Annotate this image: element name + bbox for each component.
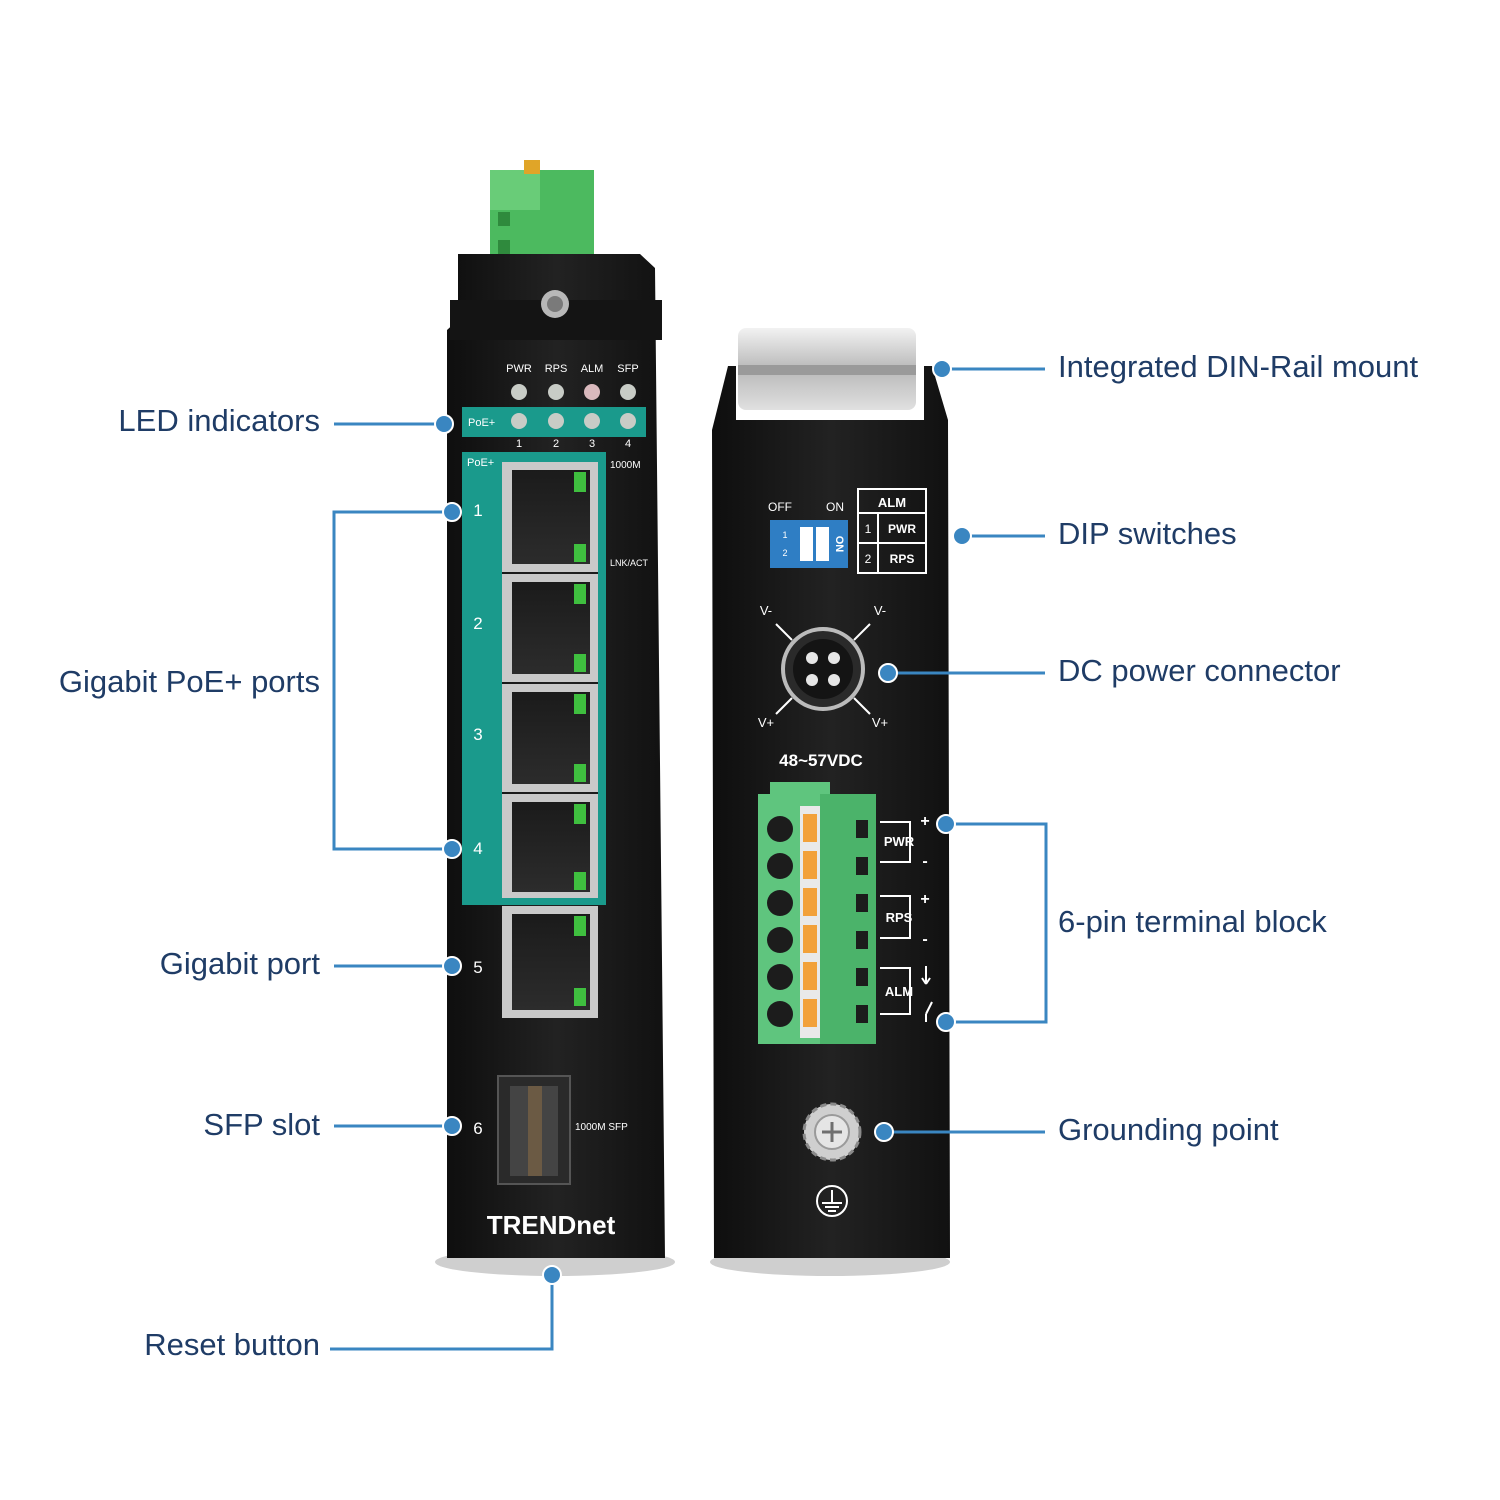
dot-terminal-top bbox=[936, 814, 956, 834]
led-pwr bbox=[511, 384, 527, 400]
tb-minus-1: - bbox=[922, 853, 927, 870]
dip-switch-num-2: 2 bbox=[782, 548, 787, 558]
dip-switch-on-text: ON bbox=[833, 536, 845, 553]
led-indicators-label: LED indicators bbox=[118, 403, 320, 438]
dot-led-indicators bbox=[434, 414, 454, 434]
dot-poe-bottom bbox=[442, 839, 462, 859]
led-label-pwr: PWR bbox=[506, 363, 532, 375]
relay-switch-icon bbox=[921, 966, 933, 1022]
dot-din-rail bbox=[932, 359, 952, 379]
lnk-label: LNK/ACT bbox=[610, 558, 649, 568]
leader-dots bbox=[434, 359, 972, 1285]
led-sfp bbox=[620, 384, 636, 400]
voltage-label: 48~57VDC bbox=[779, 751, 863, 770]
led-label-alm: ALM bbox=[581, 363, 604, 375]
tb-plus-1: + bbox=[920, 813, 929, 830]
terminal-block-label: 6-pin terminal block bbox=[1058, 904, 1327, 939]
alm-row-2-num: 2 bbox=[865, 552, 872, 566]
speed-label: 1000M bbox=[610, 460, 641, 471]
v-plus-left: V+ bbox=[758, 715, 774, 730]
leader-reset-button bbox=[330, 1275, 554, 1351]
leader-lines bbox=[330, 367, 1048, 1351]
poe-led-1 bbox=[511, 413, 527, 429]
tb-minus-2: - bbox=[922, 931, 927, 948]
gigabit-port-label: Gigabit port bbox=[159, 946, 320, 981]
rj45-port-3 bbox=[502, 684, 598, 792]
dot-sfp-slot bbox=[442, 1116, 462, 1136]
dot-gigabit-port bbox=[442, 956, 462, 976]
dot-grounding bbox=[874, 1122, 894, 1142]
v-minus-right: V- bbox=[874, 603, 886, 618]
port-number-3: 3 bbox=[473, 725, 482, 744]
v-minus-left: V- bbox=[760, 603, 772, 618]
sfp-speed-label: 1000M SFP bbox=[575, 1122, 628, 1133]
rj45-port-5 bbox=[502, 906, 598, 1018]
dot-dc-power bbox=[878, 663, 898, 683]
poe-frame-label: PoE+ bbox=[467, 457, 494, 469]
reset-button-label: Reset button bbox=[144, 1327, 320, 1362]
dc-power-label: DC power connector bbox=[1058, 653, 1341, 688]
dip-switches-label: DIP switches bbox=[1058, 516, 1237, 551]
alm-table bbox=[857, 488, 927, 574]
brand-logo: TRENDnet bbox=[487, 1210, 616, 1240]
dot-poe-top bbox=[442, 502, 462, 522]
dip-switch-num-1: 1 bbox=[782, 530, 787, 540]
poe-led-num-3: 3 bbox=[589, 438, 595, 450]
dip-off-label: OFF bbox=[768, 500, 792, 514]
sfp-number: 6 bbox=[473, 1119, 482, 1138]
leader-poe-bracket bbox=[332, 510, 452, 851]
ground-symbol-icon bbox=[816, 1185, 848, 1217]
alm-row-1-label: PWR bbox=[888, 522, 916, 536]
led-rps bbox=[548, 384, 564, 400]
sfp-slot-label: SFP slot bbox=[203, 1107, 320, 1142]
grounding-screw bbox=[802, 1102, 862, 1162]
dot-reset-button bbox=[542, 1265, 562, 1285]
port-number-5: 5 bbox=[473, 958, 482, 977]
tb-plus-2: + bbox=[920, 891, 929, 908]
dip-on-label: ON bbox=[826, 500, 844, 514]
grounding-label: Grounding point bbox=[1058, 1112, 1279, 1147]
rj45-port-2 bbox=[502, 574, 598, 682]
dot-dip-switches bbox=[952, 526, 972, 546]
v-plus-right: V+ bbox=[872, 715, 888, 730]
sfp-slot bbox=[497, 1075, 571, 1185]
rj45-port-1 bbox=[502, 462, 598, 572]
poe-port-frame bbox=[462, 452, 606, 905]
port-number-2: 2 bbox=[473, 614, 482, 633]
poe-led-num-2: 2 bbox=[553, 438, 559, 450]
led-label-rps: RPS bbox=[545, 363, 568, 375]
port-number-1: 1 bbox=[473, 501, 482, 520]
dc-power-connector bbox=[775, 623, 871, 715]
side-unit: OFF ON ON 1 2 ALM 1 PWR 2 RPS V- V- V+ V… bbox=[710, 328, 950, 1276]
tb-label-pwr: PWR bbox=[884, 834, 915, 849]
alm-row-1-num: 1 bbox=[865, 522, 872, 536]
front-unit: PWR RPS ALM SFP PoE+ 1 2 3 4 PoE+ 1000M … bbox=[435, 160, 675, 1276]
poe-led-3 bbox=[584, 413, 600, 429]
dot-terminal-bottom bbox=[936, 1012, 956, 1032]
terminal-label-brackets bbox=[880, 821, 911, 1015]
led-alm bbox=[584, 384, 600, 400]
poe-led-num-1: 1 bbox=[516, 438, 522, 450]
poe-led-2 bbox=[548, 413, 564, 429]
alm-table-header: ALM bbox=[878, 495, 906, 510]
rj45-port-4 bbox=[502, 794, 598, 898]
poe-led-num-4: 4 bbox=[625, 438, 631, 450]
poe-led-label: PoE+ bbox=[468, 417, 495, 429]
terminal-block bbox=[758, 782, 876, 1044]
tb-label-rps: RPS bbox=[886, 910, 913, 925]
din-rail-label: Integrated DIN-Rail mount bbox=[1058, 349, 1419, 384]
leader-terminal-bracket bbox=[946, 822, 1048, 1024]
led-label-sfp: SFP bbox=[617, 363, 638, 375]
tb-label-alm: ALM bbox=[885, 984, 913, 999]
port-number-4: 4 bbox=[473, 839, 482, 858]
poe-ports-label: Gigabit PoE+ ports bbox=[58, 664, 320, 699]
alm-row-2-label: RPS bbox=[890, 552, 915, 566]
poe-led-4 bbox=[620, 413, 636, 429]
